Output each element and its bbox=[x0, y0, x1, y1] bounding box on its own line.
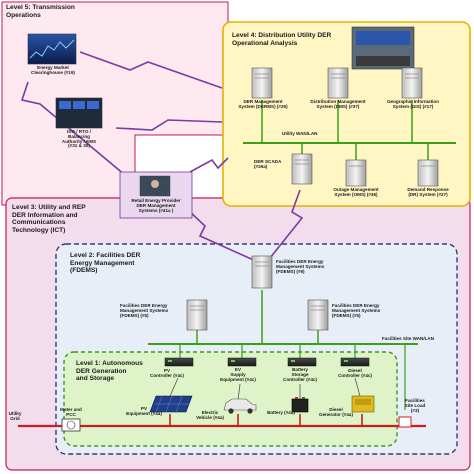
dms-server bbox=[327, 67, 349, 99]
level5-title: Level 5: Transmission Operations bbox=[6, 4, 75, 19]
bolt-energy-market-level4 bbox=[79, 51, 223, 89]
utility-grid-label: Utility Grid bbox=[8, 411, 22, 421]
oms-label: Outage Management System (OMS) (#36) bbox=[333, 187, 379, 197]
fdems-right-server bbox=[307, 299, 329, 331]
site-load-label: Facilities Site Load (#3) bbox=[404, 398, 426, 413]
electric-vehicle-icon bbox=[223, 398, 257, 414]
level3-title: Level 3: Utility and REP DER Information… bbox=[12, 204, 86, 234]
bolt-iso-level4 bbox=[115, 119, 223, 131]
iso-rto-screen-2 bbox=[73, 101, 85, 109]
level1-title: Level 1: Autonomous DER Generation and S… bbox=[76, 360, 143, 383]
battery-label: Battery (#4a) bbox=[267, 410, 295, 415]
fdems-right-label: Facilities DER Energy Management Systems… bbox=[332, 303, 381, 318]
ev-supply-label: EV Supply Equipment (#4c) bbox=[220, 367, 256, 382]
energy-market-graph bbox=[29, 39, 75, 59]
retail-provider-person bbox=[151, 180, 159, 188]
iso-rto-screen-3 bbox=[87, 101, 99, 109]
pv-controller-label: PV Controller (#4c) bbox=[150, 368, 184, 378]
dr-label: Demand Response (DR) System (#27) bbox=[407, 187, 449, 197]
iso-rto-screen-1 bbox=[59, 101, 71, 109]
site-load-icon bbox=[398, 416, 412, 428]
der-scada-label: DER SCADA (#29a) bbox=[254, 159, 282, 169]
dr-server bbox=[417, 159, 439, 187]
diesel-generator-label: Diesel Generator (#4a) bbox=[319, 407, 353, 417]
retail-provider-label: Retail Energy Provider DER Management Sy… bbox=[131, 198, 181, 213]
utility-wan-label: Utility WAN/LAN bbox=[282, 131, 318, 136]
ctl-dev-pv bbox=[169, 377, 179, 397]
diesel-controller-label: Diesel Controller (#4c) bbox=[338, 368, 372, 378]
pv-equipment-label: PV Equipment (#4a) bbox=[126, 406, 162, 416]
der-scada-server bbox=[291, 153, 313, 185]
gis-label: Geographic Information System (GIS) (#17… bbox=[386, 99, 440, 109]
fdems-left-server bbox=[186, 299, 208, 331]
pv-controller-device bbox=[164, 357, 194, 367]
pv-panel-icon bbox=[149, 395, 193, 413]
bolt-retail-fdems bbox=[187, 209, 259, 263]
derms-server bbox=[251, 67, 273, 99]
meter-pcc-label: Meter and PCC bbox=[60, 407, 82, 417]
derms-label: DER Management System (DERMS) (#25) bbox=[238, 99, 288, 109]
battery-controller-device bbox=[287, 357, 317, 367]
ev-supply-device bbox=[227, 357, 257, 367]
dms-label: Distribution Management System (DMS) (#3… bbox=[310, 99, 366, 109]
battery-icon bbox=[291, 397, 309, 413]
bolt-scada-fdems bbox=[269, 189, 304, 259]
battery-controller-label: Battery Storage Controller (#4c) bbox=[283, 367, 317, 382]
ctl-dev-diesel bbox=[354, 377, 361, 397]
facilities-wan-label: Facilities Site WAN/LAN bbox=[382, 336, 435, 341]
control-room-desk bbox=[356, 56, 410, 66]
bolt-market-retail bbox=[20, 81, 151, 197]
bolt-retail-level4 bbox=[189, 157, 229, 173]
energy-market-label: Energy Market Clearinghouse (#19) bbox=[31, 65, 75, 75]
ctl-dev-ev bbox=[237, 383, 241, 401]
gis-server bbox=[401, 67, 423, 99]
control-room-screen bbox=[356, 31, 410, 45]
diesel-generator-icon bbox=[351, 395, 375, 413]
diesel-controller-device bbox=[340, 357, 370, 367]
level2-title: Level 2: Facilities DER Energy Managemen… bbox=[70, 252, 141, 275]
electric-vehicle-label: Electric Vehicle (#4a) bbox=[196, 410, 224, 420]
level4-title: Level 4: Distribution Utility DER Operat… bbox=[232, 32, 332, 47]
level1-region bbox=[63, 351, 398, 447]
oms-server bbox=[345, 159, 367, 187]
fdems-left-label: Facilities DER Energy Management Systems… bbox=[120, 303, 169, 318]
fdems-top-server bbox=[251, 255, 273, 289]
meter-pcc-dial bbox=[66, 420, 76, 430]
fdems-top-label: Facilities DER Energy Management Systems… bbox=[276, 259, 325, 274]
iso-rto-label: ISO / RTO / Balancing Authority / EMS (#… bbox=[61, 129, 97, 149]
